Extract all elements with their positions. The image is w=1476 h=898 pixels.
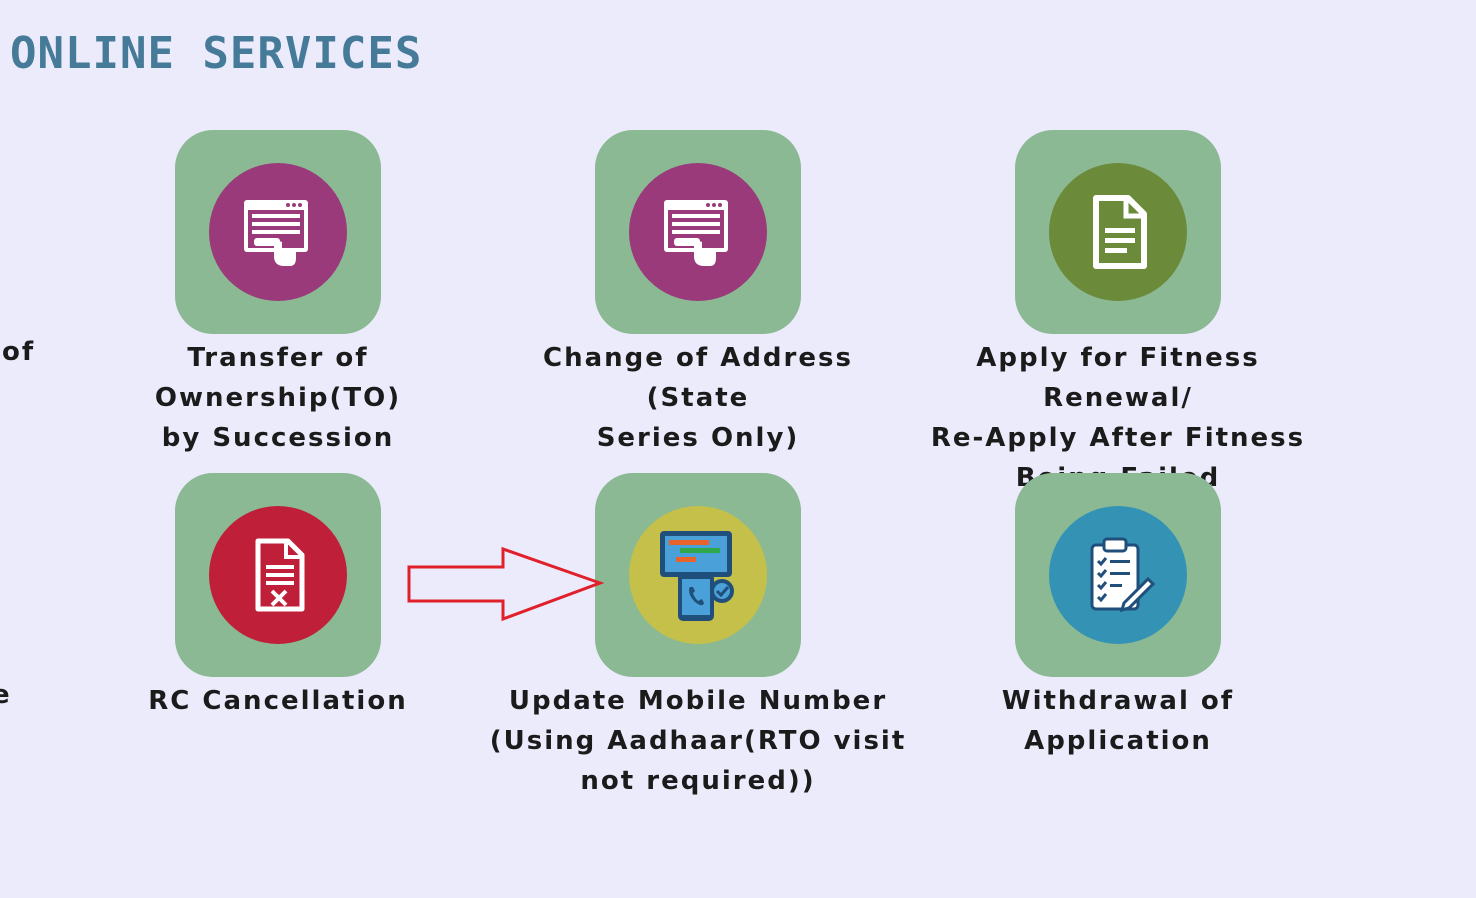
service-card-change-address[interactable]: Change of Address (State Series Only) (488, 130, 908, 458)
web-form-icon (244, 200, 308, 266)
service-label[interactable]: RC Cancellation (148, 686, 408, 716)
service-card-withdrawal[interactable]: Withdrawal of Application (908, 473, 1328, 761)
service-tile[interactable] (175, 473, 381, 677)
service-tile[interactable] (595, 473, 801, 677)
service-tile[interactable] (175, 130, 381, 334)
service-label[interactable]: Apply for Fitness Renewal/ Re-Apply Afte… (930, 343, 1306, 493)
icon-circle (629, 163, 767, 301)
service-tile[interactable] (1015, 473, 1221, 677)
service-label[interactable]: Change of Address (State Series Only) (543, 343, 853, 453)
web-form-icon (664, 200, 728, 266)
service-card-rc-cancellation[interactable]: RC Cancellation (68, 473, 488, 721)
document-icon (1093, 195, 1147, 269)
service-card-update-mobile[interactable]: Update Mobile Number (Using Aadhaar(RTO … (488, 473, 908, 801)
cancel-document-icon (255, 538, 305, 612)
icon-circle (1049, 163, 1187, 301)
icon-circle (209, 506, 347, 644)
service-card-transfer-ownership[interactable]: Transfer of Ownership(TO) by Succession (68, 130, 488, 458)
service-label[interactable]: Withdrawal of Application (1001, 686, 1235, 756)
clipped-service-label-left-row1[interactable]: of (2, 337, 36, 367)
service-card-fitness-renewal[interactable]: Apply for Fitness Renewal/ Re-Apply Afte… (908, 130, 1328, 498)
clipboard-icon (1090, 537, 1156, 613)
service-label[interactable]: Update Mobile Number (Using Aadhaar(RTO … (489, 686, 907, 796)
arrow-right-icon (407, 546, 605, 622)
service-tile[interactable] (1015, 130, 1221, 334)
clipped-service-label-left-row2[interactable]: e (0, 680, 12, 710)
service-tile[interactable] (595, 130, 801, 334)
mobile-update-icon (660, 531, 734, 621)
section-title: ONLINE SERVICES (10, 28, 423, 79)
icon-circle (629, 506, 767, 644)
icon-circle (209, 163, 347, 301)
service-label[interactable]: Transfer of Ownership(TO) by Succession (154, 343, 402, 453)
icon-circle (1049, 506, 1187, 644)
